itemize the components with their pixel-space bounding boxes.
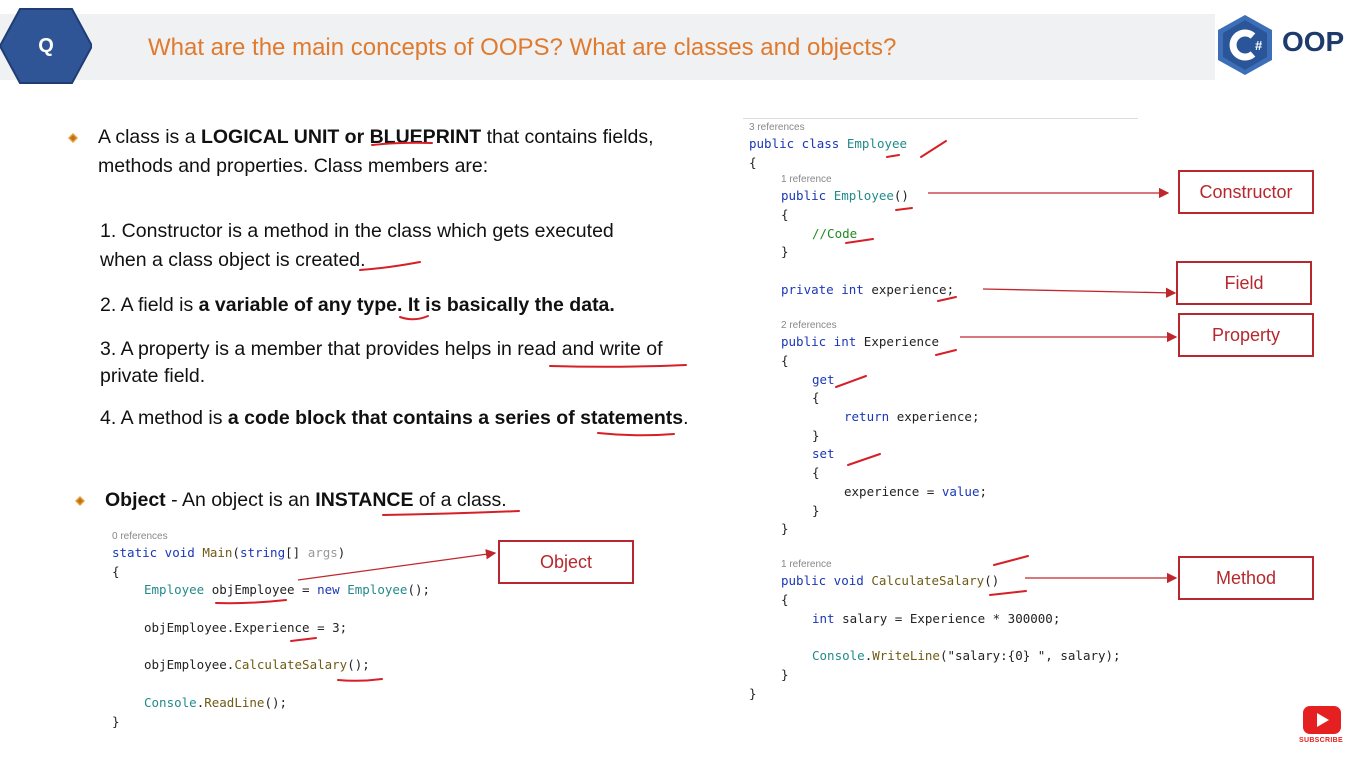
- brace: {: [781, 207, 789, 222]
- main-signature: static void Main(string[] args): [112, 545, 346, 560]
- code-lens-references[interactable]: 3 references: [749, 122, 805, 133]
- constructor-label-box: Constructor: [1178, 170, 1314, 214]
- salary-line: int salary = Experience * 300000;: [812, 611, 1061, 626]
- setter-keyword: set: [812, 446, 835, 461]
- writeline-line: Console.WriteLine("salary:{0} ", salary)…: [812, 648, 1121, 663]
- brace: {: [112, 564, 120, 579]
- main-line-readline: Console.ReadLine();: [144, 695, 288, 710]
- main-line-calculate: objEmployee.CalculateSalary();: [144, 657, 370, 672]
- page-title: What are the main concepts of OOPS? What…: [148, 34, 897, 61]
- item-property-line2: private field.: [100, 365, 206, 387]
- item-constructor-line1: 1. Constructor is a method in the class …: [100, 220, 614, 242]
- main-line-new-employee: Employee objEmployee = new Employee();: [144, 582, 431, 597]
- brace: }: [112, 714, 120, 729]
- code-top-divider: [743, 118, 1138, 119]
- field-label-box: Field: [1176, 261, 1312, 305]
- main-line-set-experience: objEmployee.Experience = 3;: [144, 620, 348, 635]
- youtube-play-icon[interactable]: [1303, 706, 1341, 734]
- code-lens-references[interactable]: 2 references: [781, 320, 837, 331]
- item-property-line1: 3. A property is a member that provides …: [100, 338, 663, 360]
- brace: }: [812, 503, 820, 518]
- question-label: Q: [38, 35, 54, 57]
- brace: }: [781, 244, 789, 259]
- setter-body: experience = value;: [844, 484, 988, 499]
- class-declaration: public class Employee: [749, 136, 908, 151]
- brace: }: [812, 428, 820, 443]
- diamond-bullet-icon: [68, 133, 78, 143]
- property-label-box: Property: [1178, 313, 1314, 357]
- constructor-declaration: public Employee(): [781, 188, 909, 203]
- brace: {: [781, 592, 789, 607]
- class-definition-line1: A class is a LOGICAL UNIT or BLUEPRINT t…: [98, 126, 654, 148]
- field-declaration: private int experience;: [781, 282, 955, 297]
- brace: {: [749, 155, 757, 170]
- diamond-bullet-icon: [75, 496, 85, 506]
- brace: }: [781, 521, 789, 536]
- object-label-box: Object: [498, 540, 634, 584]
- brace: }: [749, 686, 757, 701]
- question-hexagon-icon: Q: [0, 7, 92, 85]
- method-declaration: public void CalculateSalary(): [781, 573, 1000, 588]
- brace: {: [781, 353, 789, 368]
- item-field: 2. A field is a variable of any type. It…: [100, 294, 615, 316]
- brace: {: [812, 390, 820, 405]
- method-label-box: Method: [1178, 556, 1314, 600]
- code-lens-references[interactable]: 0 references: [112, 531, 168, 542]
- constructor-comment: //Code: [812, 226, 858, 241]
- brace: }: [781, 667, 789, 682]
- logo-text: OOP: [1282, 26, 1345, 57]
- item-method: 4. A method is a code block that contain…: [100, 407, 689, 429]
- code-lens-references[interactable]: 1 reference: [781, 559, 832, 570]
- code-lens-references[interactable]: 1 reference: [781, 174, 832, 185]
- getter-return: return experience;: [844, 409, 980, 424]
- property-declaration: public int Experience: [781, 334, 940, 349]
- svg-text:#: #: [1255, 38, 1263, 53]
- getter-keyword: get: [812, 372, 835, 387]
- subscribe-caption[interactable]: SUBSCRIBE: [1299, 737, 1343, 744]
- csharp-logo-icon: #: [1215, 14, 1275, 76]
- brace: {: [812, 465, 820, 480]
- item-constructor-line2: when a class object is created.: [100, 249, 366, 271]
- object-definition: Object - An object is an INSTANCE of a c…: [105, 489, 507, 511]
- class-definition-line2: methods and properties. Class members ar…: [98, 155, 489, 177]
- header-bar: [0, 14, 1215, 80]
